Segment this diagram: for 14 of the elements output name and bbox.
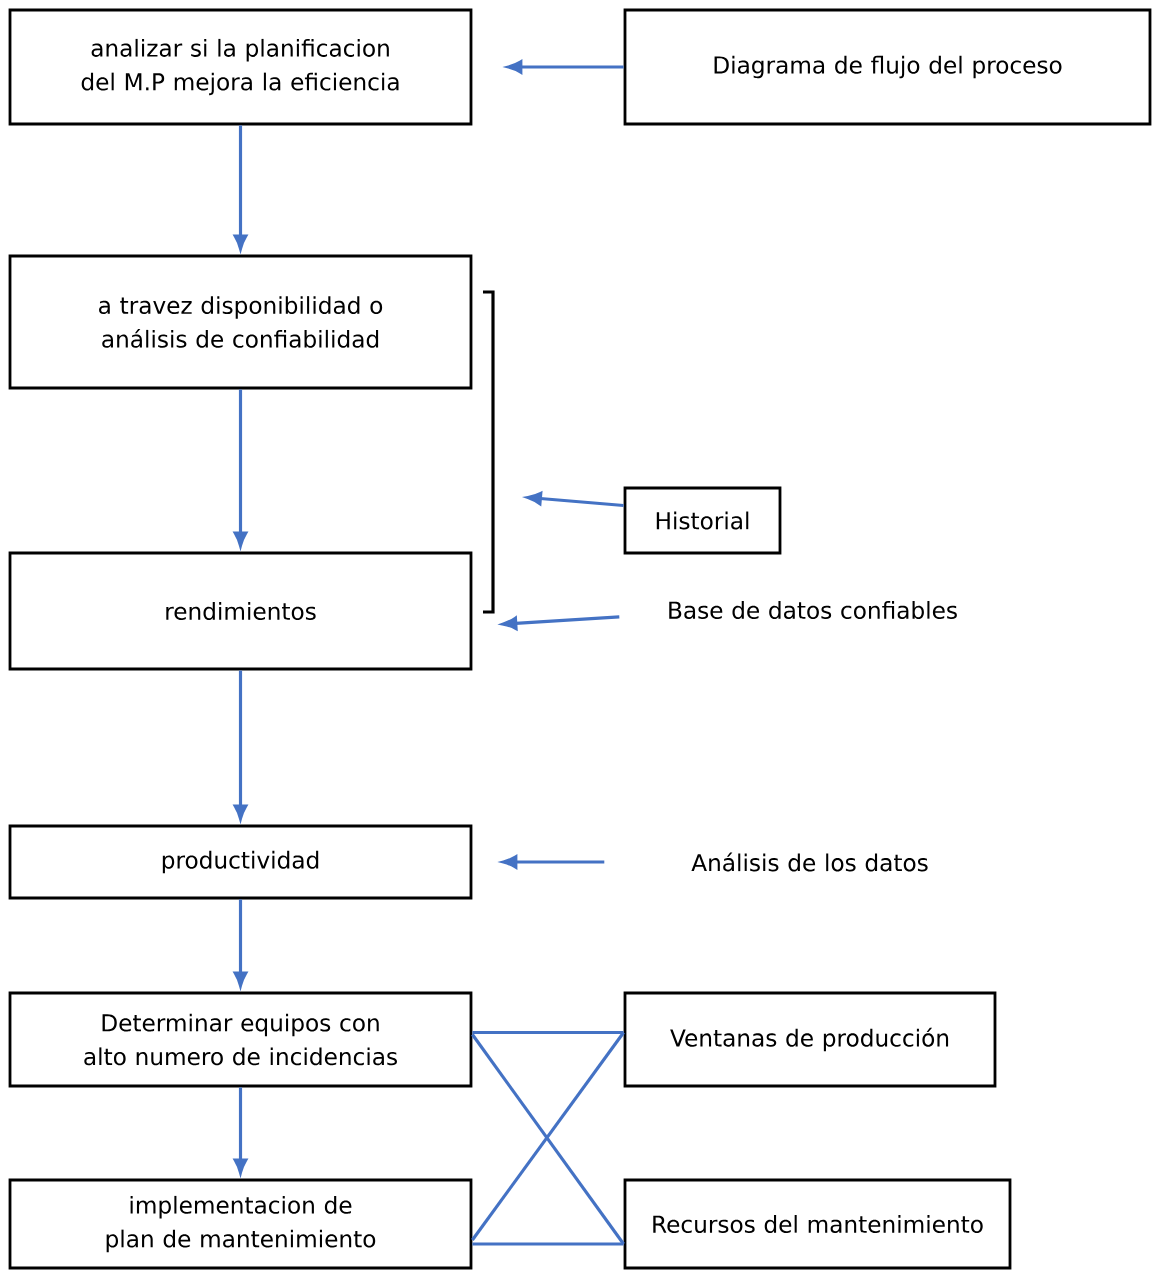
connector-line: [472, 1030, 624, 1035]
text-label: Análisis de los datos: [691, 852, 928, 872]
text-label: Base de datos confiables: [669, 601, 957, 619]
process-box: Diagrama de flujo del proceso: [623, 8, 1152, 126]
process-box: productividad: [8, 824, 473, 900]
process-box: Recursos del mantenimiento: [623, 1178, 1012, 1270]
process-box: analizar si la planificacion del M.P mejora la eficiencia: [8, 8, 473, 126]
connector-line: [472, 1242, 624, 1246]
process-box: Ventanas de producción: [623, 991, 997, 1088]
process-box: a travez disponibilidad o análisis de confiabilidad: [8, 254, 473, 390]
process-box: implementacion de plan de mantenimiento: [8, 1178, 473, 1270]
process-box: Historial: [623, 486, 782, 555]
process-box: Determinar equipos con alto numero de incidencias: [8, 991, 473, 1088]
process-box: rendimientos: [8, 551, 473, 671]
